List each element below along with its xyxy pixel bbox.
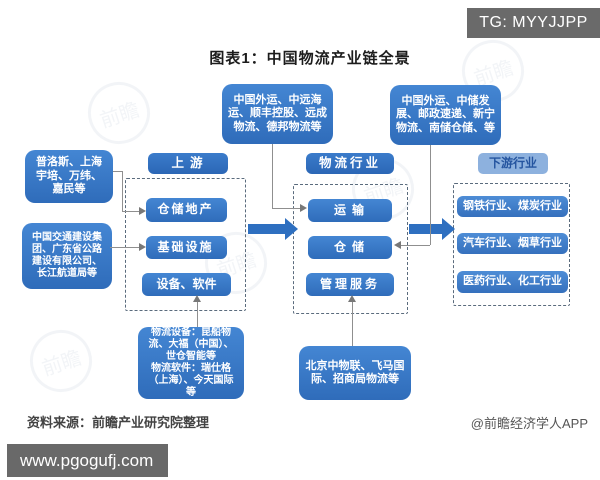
tg-badge: TG: MYYJJPP — [467, 8, 600, 38]
midstream-header: 物流行业 — [306, 153, 394, 174]
connector-infrastructure-suppliers-h — [110, 247, 139, 248]
connector-warehouse-suppliers-h — [400, 245, 430, 246]
downstream-item-pharma-chemical: 医药行业、化工行业 — [457, 271, 568, 293]
supplier-box-infrastructure-companies: 中国交通建设集团、广东省公路建设有限公司、长江航道局等 — [22, 223, 112, 289]
midstream-item-warehousing: 仓储 — [308, 236, 392, 259]
arrow-head — [285, 218, 298, 240]
downstream-item-auto-tobacco: 汽车行业、烟草行业 — [457, 233, 568, 254]
supplier-box-management-service-companies: 北京中物联、飞马国际、招商局物流等 — [299, 346, 411, 400]
downstream-header: 下游行业 — [478, 153, 548, 174]
connector-realestate-suppliers-v — [122, 171, 123, 212]
software-companies-line: 物流软件：瑞仕格（上海）、今天国际等 — [148, 363, 234, 398]
chart-title: 图表1：中国物流产业链全景 — [209, 50, 411, 67]
connector-transport-suppliers-v — [272, 144, 273, 208]
supplier-box-warehouse-realestate-companies: 普洛斯、上海宇培、万纬、嘉民等 — [25, 150, 113, 203]
source-note: 资料来源：前瞻产业研究院整理 — [27, 415, 210, 430]
equipment-companies-line: 物流设备：昆船物流、大福（中国）、世仓智能等 — [148, 327, 234, 362]
downstream-item-steel-coal: 钢铁行业、煤炭行业 — [457, 196, 568, 217]
downstream-group-outline — [453, 183, 570, 306]
arrowhead-into-warehouse-real-estate — [139, 207, 146, 215]
connector-realestate-suppliers-h2 — [122, 211, 140, 212]
supplier-box-equipment-software-companies: 物流设备：昆船物流、大福（中国）、世仓智能等 物流软件：瑞仕格（上海）、今天国际… — [138, 327, 244, 399]
arrow-head — [442, 218, 455, 240]
arrow-shaft — [248, 224, 286, 234]
midstream-item-transport: 运输 — [308, 199, 392, 222]
supplier-box-warehouse-companies: 中国外运、中储发展、邮政速递、新宁物流、南储仓储、等 — [390, 85, 501, 145]
upstream-item-equipment-software: 设备、软件 — [142, 273, 231, 296]
arrowhead-into-infrastructure — [139, 243, 146, 251]
connector-transport-suppliers-h — [272, 208, 302, 209]
watermark-logo: 前瞻 — [79, 73, 159, 153]
upstream-group-outline — [125, 178, 246, 311]
supplier-box-transport-companies: 中国外运、中远海运、顺丰控股、远成物流、德邦物流等 — [222, 84, 333, 144]
connector-equipment-suppliers-v — [197, 302, 198, 327]
flow-arrow-upstream-to-midstream — [248, 218, 298, 240]
midstream-group-outline — [293, 184, 408, 314]
midstream-item-management-services: 管理服务 — [306, 273, 394, 296]
arrowhead-into-transport — [300, 204, 307, 212]
credit-note: @前瞻经济学人APP — [470, 416, 588, 431]
arrowhead-into-equipment-software — [193, 295, 201, 302]
connector-warehouse-suppliers-v — [430, 145, 431, 245]
arrowhead-into-management-services — [348, 295, 356, 302]
arrow-shaft — [409, 224, 443, 234]
upstream-item-warehouse-real-estate: 仓储地产 — [146, 198, 227, 222]
flow-arrow-midstream-to-downstream — [409, 218, 455, 240]
website-bar: www.pgogufj.com — [7, 444, 168, 477]
connector-realestate-suppliers-h1 — [113, 171, 123, 172]
upstream-item-infrastructure: 基础设施 — [146, 236, 227, 259]
arrowhead-into-warehousing — [394, 241, 401, 249]
connector-management-suppliers-v — [352, 302, 353, 346]
watermark-logo: 前瞻 — [21, 321, 101, 401]
upstream-header: 上游 — [148, 153, 228, 174]
